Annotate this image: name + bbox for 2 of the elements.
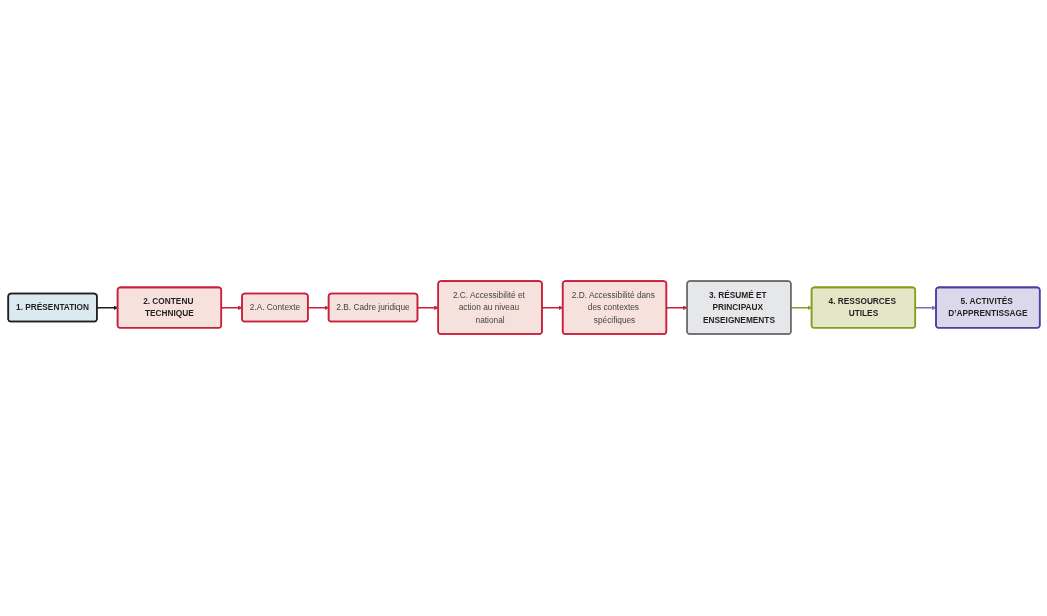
arrow [914, 305, 936, 311]
arrow [220, 305, 242, 311]
